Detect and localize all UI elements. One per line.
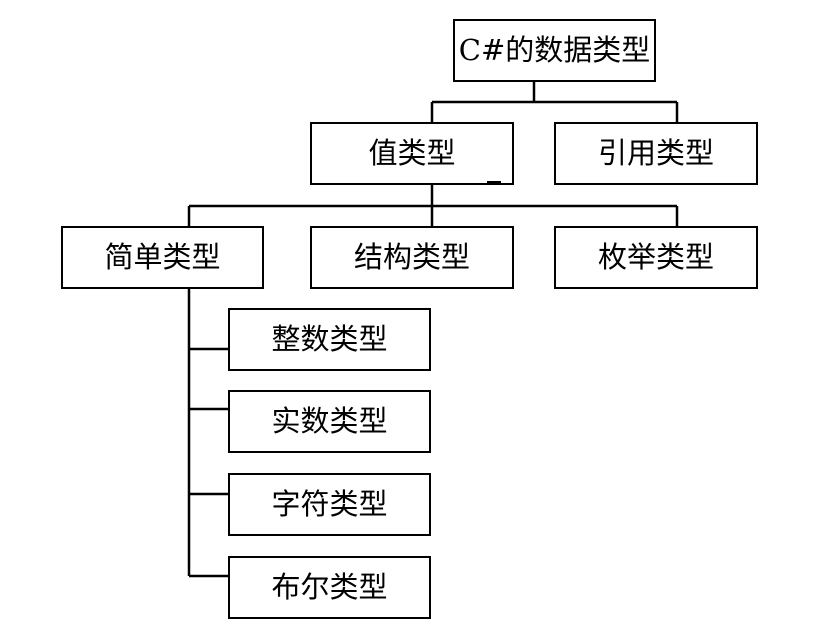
bool-types-node: 布尔类型 [228,556,431,619]
root-node: C#的数据类型 [453,19,656,82]
root-node-label: C#的数据类型 [458,33,651,67]
char-types-node: 字符类型 [228,473,431,536]
real-types-label: 实数类型 [271,404,388,438]
enum-types-node: 枚举类型 [554,226,758,289]
simple-types-node: 简单类型 [61,226,264,289]
integer-types-label: 整数类型 [271,322,388,356]
char-types-label: 字符类型 [271,487,388,521]
value-types-label: 值类型 [368,136,456,170]
stray-mark [487,181,501,183]
value-types-node: 值类型 [310,122,514,185]
reference-types-node: 引用类型 [554,122,758,185]
enum-types-label: 枚举类型 [597,240,714,274]
integer-types-node: 整数类型 [228,308,431,371]
bool-types-label: 布尔类型 [271,570,388,604]
simple-types-label: 简单类型 [104,240,221,274]
struct-types-label: 结构类型 [353,240,470,274]
struct-types-node: 结构类型 [310,226,514,289]
real-types-node: 实数类型 [228,390,431,453]
reference-types-label: 引用类型 [597,136,714,170]
